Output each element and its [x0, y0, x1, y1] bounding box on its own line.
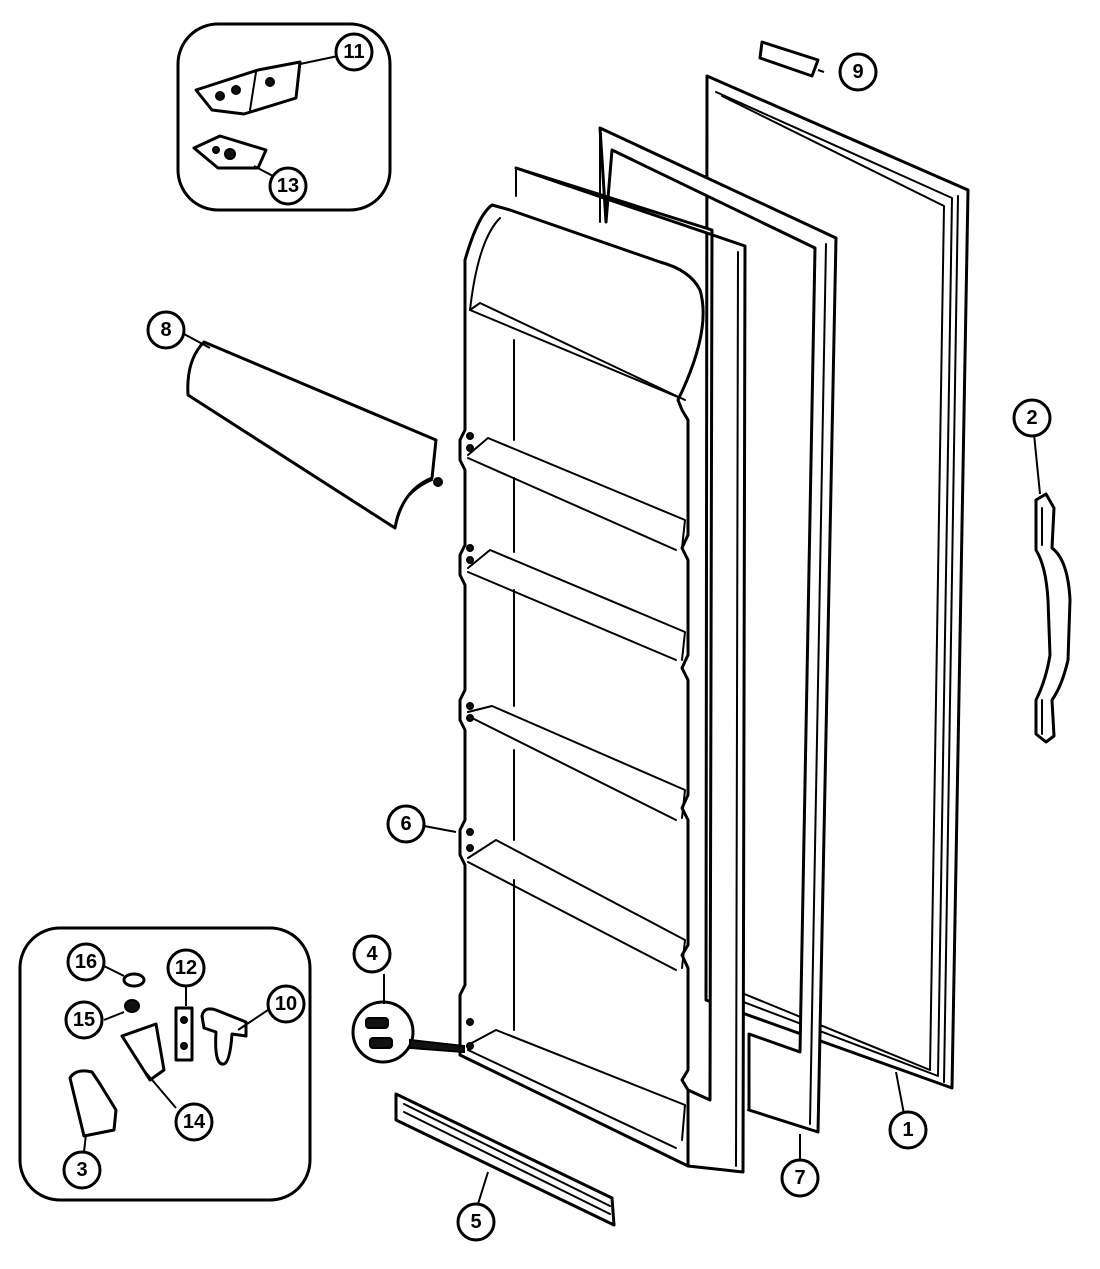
- callout-14: 14: [174, 1102, 214, 1142]
- inset-top-hinge: [176, 22, 392, 212]
- door-gasket: [598, 126, 838, 1134]
- hinge-cluster: [351, 1000, 465, 1064]
- door-liner: [458, 166, 747, 1174]
- callout-label-9: 9: [852, 61, 863, 83]
- callout-label-5: 5: [470, 1211, 481, 1233]
- callout-label-10: 10: [275, 993, 297, 1015]
- bottom-trim: [394, 1092, 616, 1227]
- callout-label-3: 3: [76, 1159, 87, 1181]
- inset-bottom-hardware: [18, 926, 312, 1202]
- callout-16: 16: [66, 942, 106, 982]
- callout-3: 3: [62, 1150, 102, 1190]
- door-outer-panel: [704, 74, 970, 1090]
- callout-10: 10: [266, 984, 306, 1024]
- callout-label-4: 4: [366, 943, 378, 965]
- callout-label-14: 14: [183, 1111, 206, 1133]
- callout-label-2: 2: [1026, 407, 1037, 429]
- callout-label-11: 11: [343, 41, 364, 63]
- callout-5: 5: [456, 1202, 496, 1242]
- callout-2: 2: [1012, 398, 1052, 438]
- callout-4: 4: [352, 934, 392, 974]
- leader-lines: [83, 55, 1041, 1205]
- trim-piece: [758, 40, 820, 78]
- callout-12: 12: [166, 948, 206, 988]
- callout-label-15: 15: [73, 1009, 95, 1031]
- callout-15: 15: [64, 1000, 104, 1040]
- door-handle: [1034, 492, 1072, 744]
- callout-label-7: 7: [794, 1167, 805, 1189]
- callout-label-16: 16: [75, 951, 97, 973]
- callout-8: 8: [146, 310, 186, 350]
- shelf-cover: [186, 340, 443, 530]
- callout-label-13: 13: [277, 175, 299, 197]
- callout-1: 1: [888, 1110, 928, 1150]
- callout-label-1: 1: [902, 1119, 913, 1141]
- callout-9: 9: [838, 52, 878, 92]
- callout-label-6: 6: [400, 813, 411, 835]
- callout-11: 11: [334, 32, 374, 72]
- callout-label-12: 12: [175, 957, 197, 979]
- callout-6: 6: [386, 804, 426, 844]
- callout-7: 7: [780, 1158, 820, 1198]
- callout-label-8: 8: [160, 319, 171, 341]
- callout-13: 13: [268, 166, 308, 206]
